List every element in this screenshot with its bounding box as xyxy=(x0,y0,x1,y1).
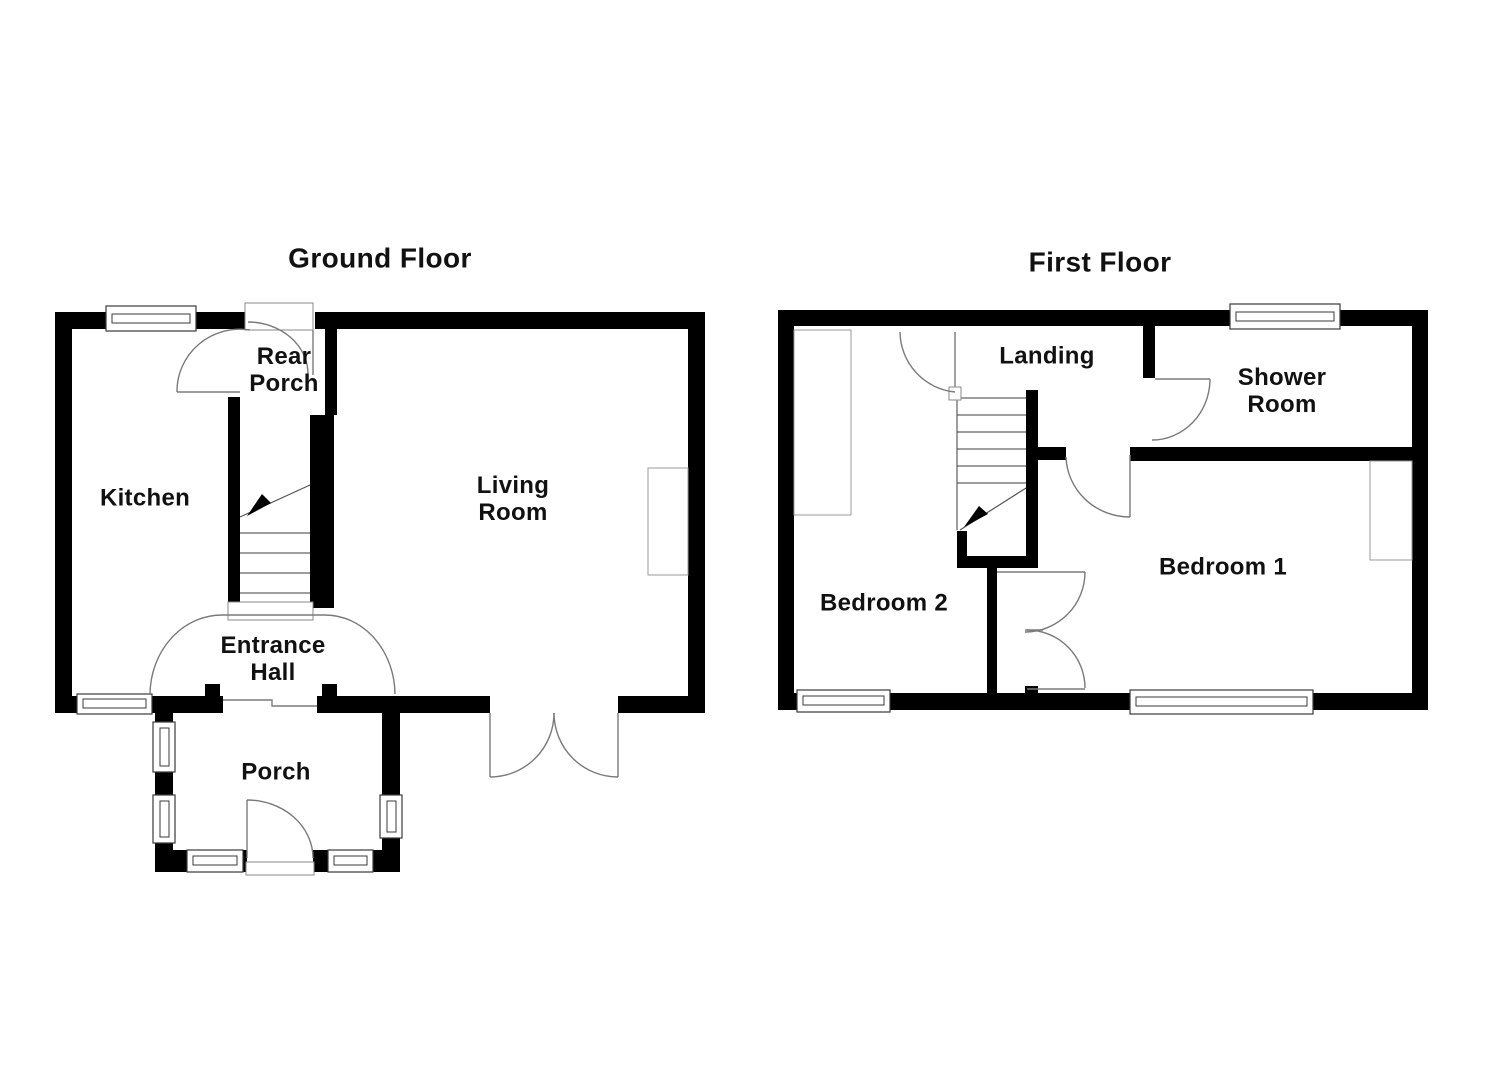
window-icon xyxy=(327,849,374,873)
room-label-bedroom-1: Bedroom 1 xyxy=(1158,553,1288,581)
window-icon xyxy=(152,721,176,773)
window-icon xyxy=(379,794,403,839)
entrance-hall-arch-icon xyxy=(149,614,396,707)
door-swing-icon xyxy=(1065,455,1131,518)
ground-windows xyxy=(76,305,403,873)
cupboard-double-door-icon xyxy=(997,571,1086,690)
living-room-chimney-breast xyxy=(647,467,689,576)
first-floor-title: First Floor xyxy=(1028,246,1172,278)
window-icon xyxy=(186,849,244,873)
window-icon xyxy=(796,689,891,713)
first-staircase xyxy=(956,392,1027,531)
door-swing-icon xyxy=(899,331,962,401)
room-label-shower-room: Shower Room xyxy=(1237,364,1327,418)
window-icon xyxy=(105,305,197,332)
ground-floor-plan xyxy=(55,302,705,876)
first-walls xyxy=(778,310,1428,710)
window-icon xyxy=(152,794,176,844)
bedroom1-chimney-breast xyxy=(1369,460,1413,561)
door-swing-icon xyxy=(1151,378,1211,441)
door-swing-icon xyxy=(176,328,251,393)
room-label-porch: Porch xyxy=(241,758,311,786)
window-icon xyxy=(1129,689,1314,715)
door-swing-icon xyxy=(247,321,314,375)
ground-floor-title: Ground Floor xyxy=(288,242,472,274)
room-label-rear-porch: Rear Porch xyxy=(249,343,319,397)
rear-porch-recess xyxy=(244,302,314,331)
first-doors xyxy=(899,331,1211,690)
room-label-bedroom-2: Bedroom 2 xyxy=(819,589,949,617)
bedroom2-recess xyxy=(793,329,852,516)
double-door-icon xyxy=(489,712,619,778)
ground-doors xyxy=(149,321,619,876)
window-icon xyxy=(1229,303,1341,330)
first-floor-plan xyxy=(778,303,1428,715)
window-icon xyxy=(76,693,153,715)
door-swing-icon xyxy=(245,799,315,876)
room-label-entrance-hall: Entrance Hall xyxy=(220,632,326,686)
ground-walls xyxy=(55,312,705,872)
room-label-landing: Landing xyxy=(999,342,1095,370)
room-label-kitchen: Kitchen xyxy=(99,484,191,512)
ground-staircase xyxy=(227,484,314,621)
room-label-living-room: Living Room xyxy=(476,472,550,526)
first-windows xyxy=(796,303,1341,715)
